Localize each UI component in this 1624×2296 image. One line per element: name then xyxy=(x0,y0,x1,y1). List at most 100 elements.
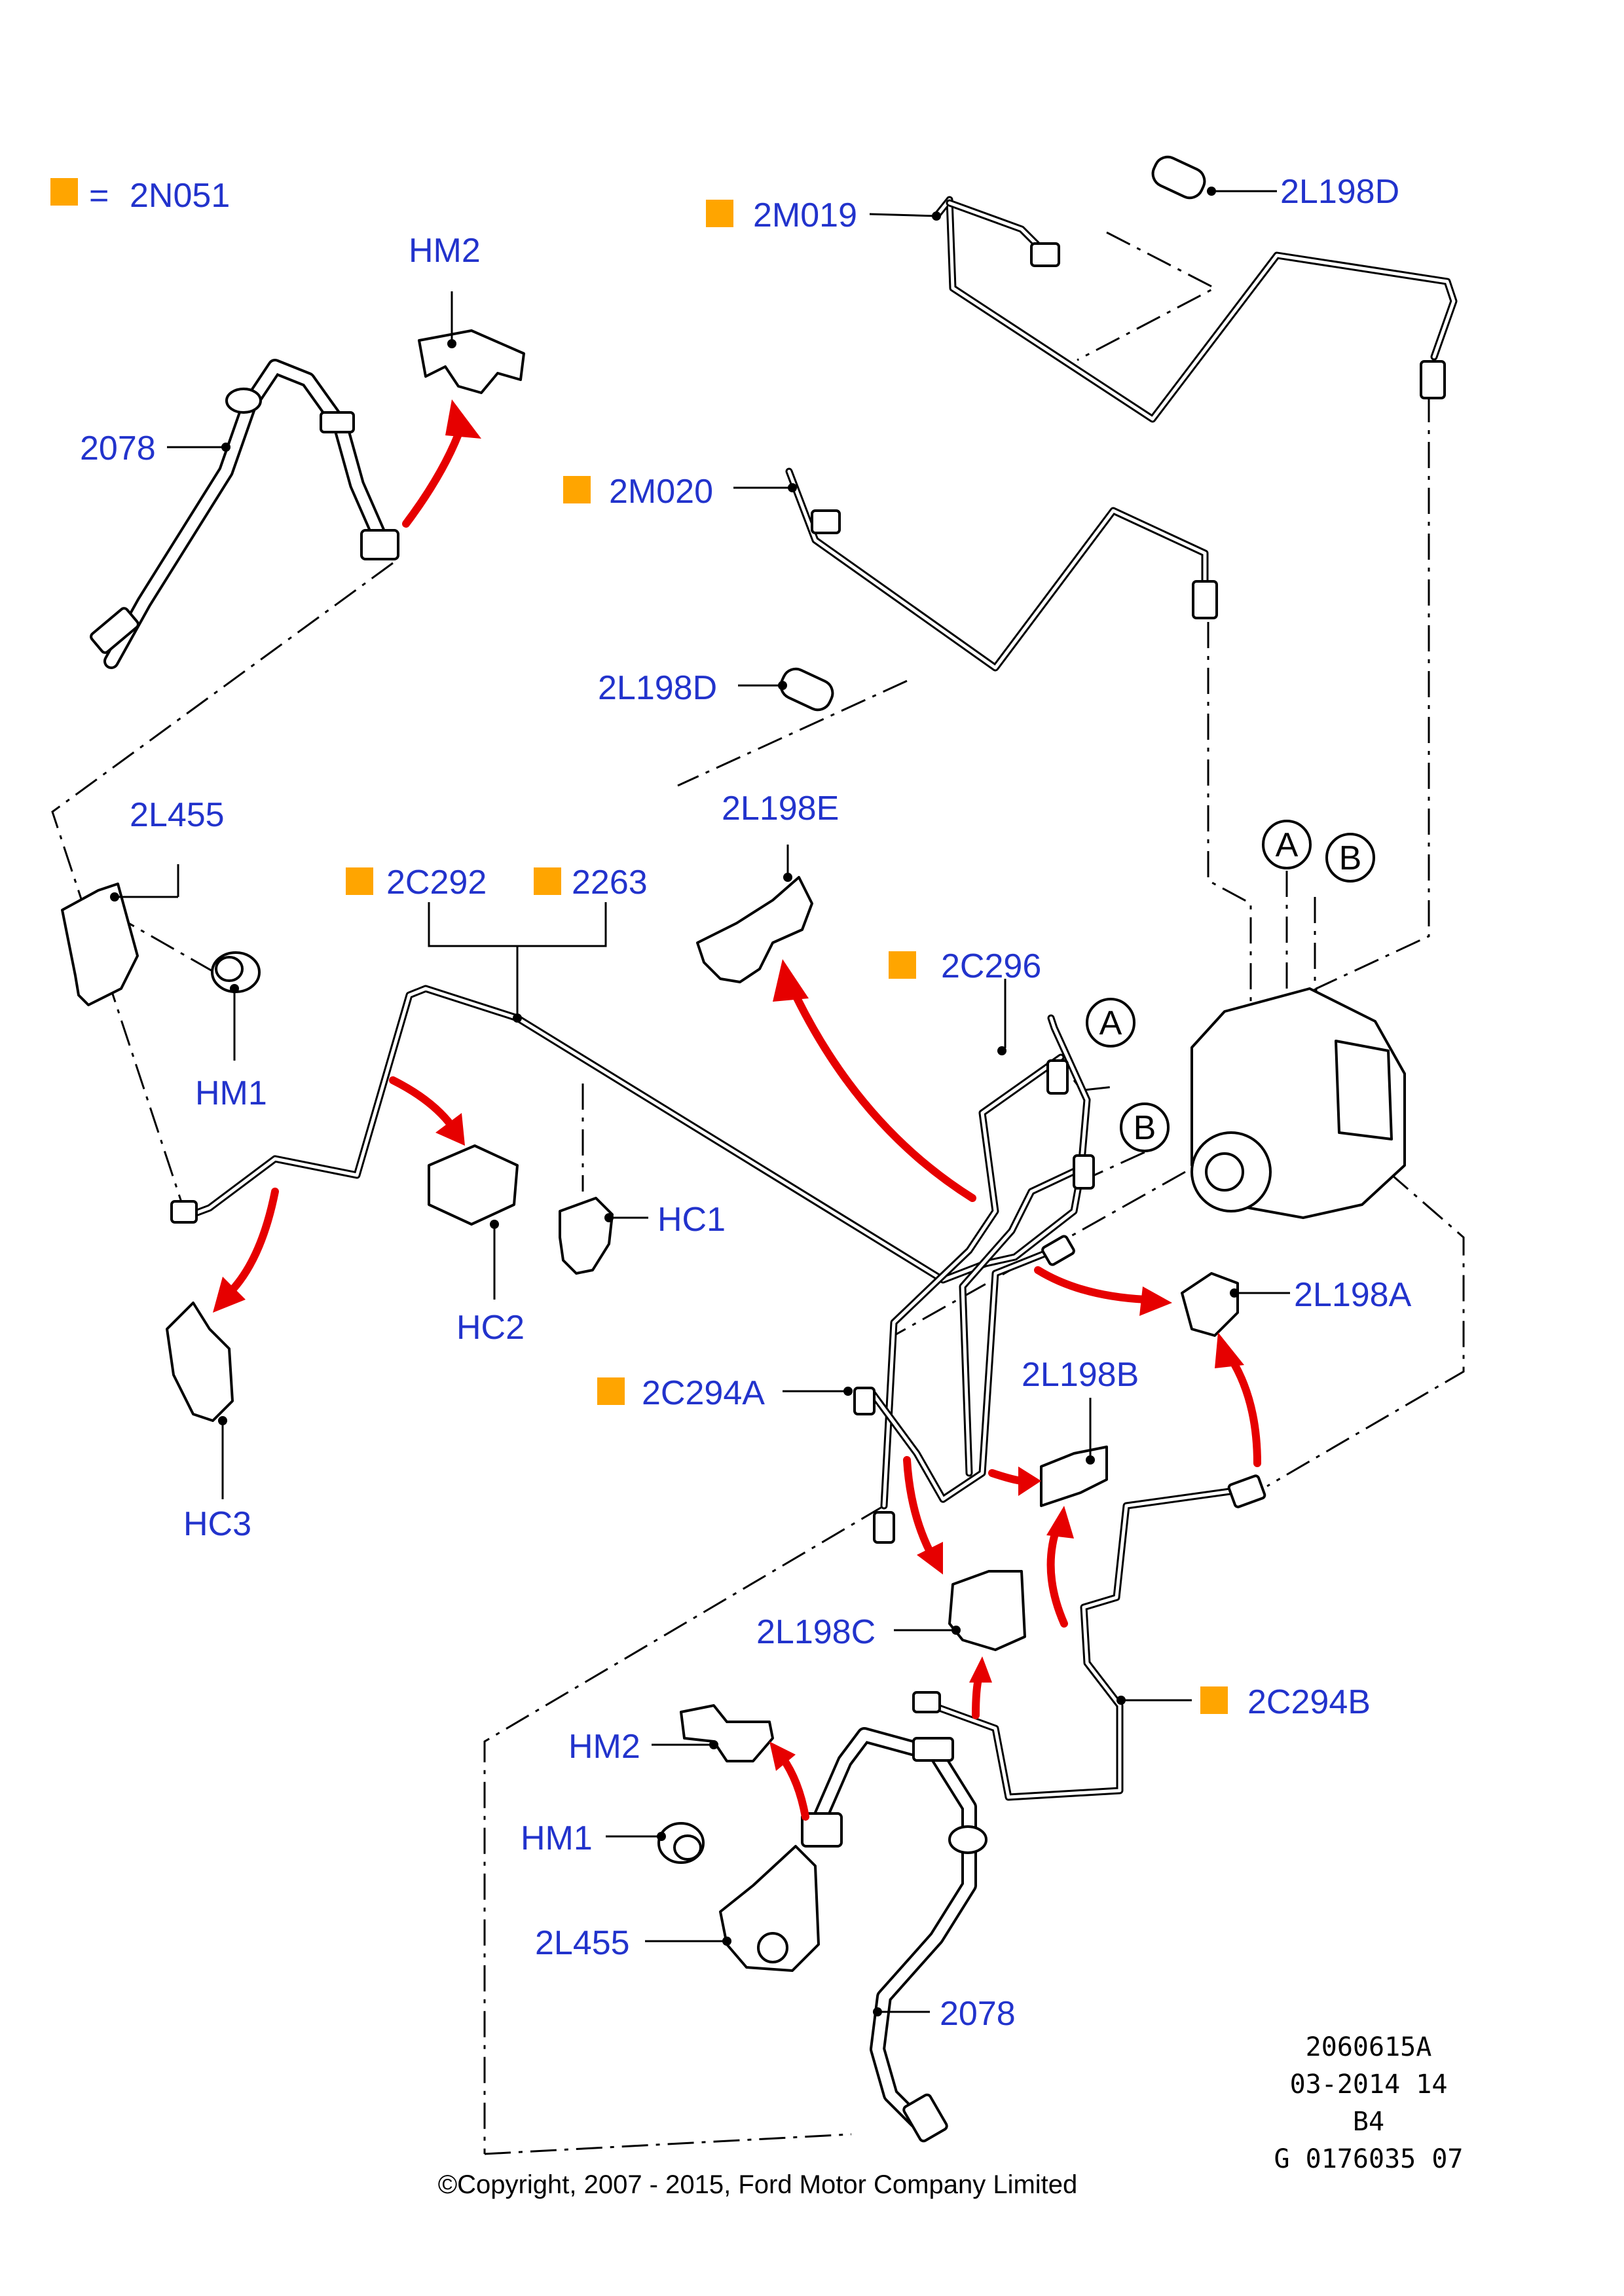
marker-a-mid xyxy=(1086,998,1135,1048)
legend-equals: = xyxy=(89,177,109,215)
label-2l198b: 2L198B xyxy=(1022,1356,1139,1394)
label-2l455-top: 2L455 xyxy=(130,796,225,834)
phantom-lines xyxy=(51,231,1465,2155)
clip-2l198b xyxy=(1040,1446,1108,1507)
connection-markers: A B A B xyxy=(1086,820,1375,1152)
label-2263: 2263 xyxy=(572,864,648,902)
fitting-2m019-abs xyxy=(1420,360,1446,399)
fitting-2c296-b xyxy=(1073,1154,1095,1190)
svg-text:A: A xyxy=(1099,1004,1122,1042)
arrow-to-2l198c xyxy=(903,1456,934,1556)
arrow-to-2l198e xyxy=(788,985,976,1202)
fitting-2c294a-end xyxy=(853,1387,876,1415)
copyright-notice: ©Copyright, 2007 - 2015, Ford Motor Comp… xyxy=(438,2170,1078,2199)
label-hc1: HC1 xyxy=(657,1201,726,1239)
hose-bottom-fitting-top xyxy=(801,1812,843,1848)
swatch-2m019 xyxy=(706,200,733,227)
clip-hc3 xyxy=(166,1302,234,1422)
abs-valve-block xyxy=(1335,1040,1393,1140)
hose-top-clamp xyxy=(320,411,355,433)
label-2c296: 2C296 xyxy=(941,947,1041,985)
dash-abs-to-2c294b xyxy=(1266,1171,1465,1487)
arrow-to-2l198a xyxy=(1034,1266,1150,1303)
label-hc3: HC3 xyxy=(183,1505,251,1543)
fitting-2c292-end xyxy=(170,1200,198,1224)
hose-top-fitting-right xyxy=(360,529,399,560)
swatch-2c294a xyxy=(597,1377,625,1405)
label-2c294b: 2C294B xyxy=(1247,1683,1371,1721)
fitting-2c294b-end xyxy=(912,1691,941,1713)
hose-top-fitting-left xyxy=(90,607,139,654)
dash-top-hose-to-bracket xyxy=(51,562,394,1209)
dash-a-mid-lead xyxy=(1083,1085,1114,1091)
svg-text:B: B xyxy=(1134,1109,1156,1147)
abs-module xyxy=(1190,987,1406,1219)
dash-2m019-to-abs xyxy=(1315,396,1430,1021)
arrow-hose-to-hm2 xyxy=(402,422,466,528)
svg-text:A: A xyxy=(1276,826,1299,864)
assembly-arrows xyxy=(213,399,1261,1821)
label-2m020: 2M020 xyxy=(609,473,713,511)
label-2l198c: 2L198C xyxy=(756,1613,876,1651)
fitting-2c296-end xyxy=(873,1511,895,1544)
hm2-clip-bottom xyxy=(680,1704,774,1762)
dash-b-mid xyxy=(1086,1151,1145,1180)
hose-bottom-grommet xyxy=(948,1825,987,1854)
label-hm1-top: HM1 xyxy=(195,1074,267,1112)
ref-line-1: 2060615A xyxy=(1306,2032,1432,2062)
swatch-2c296 xyxy=(889,951,916,979)
fitting-2c294b-abs xyxy=(1227,1474,1266,1508)
label-2l198d-top: 2L198D xyxy=(1280,173,1399,211)
part-labels: HM2 2078 2M019 2L198D 2M020 2L198D 2L455… xyxy=(80,173,1412,2033)
hose-bottom-fitting-end xyxy=(902,2093,948,2143)
arrow-to-hc2 xyxy=(389,1076,456,1130)
fitting-2m020-abs xyxy=(1192,580,1218,619)
dash-bracket-to-hm1 xyxy=(111,912,227,980)
fitting-2m020-end xyxy=(811,509,841,534)
swatch-2263 xyxy=(534,867,561,895)
label-2l198e: 2L198E xyxy=(722,790,839,828)
legend-swatch xyxy=(50,178,78,206)
clip-hc1 xyxy=(559,1197,614,1275)
label-hm2-top: HM2 xyxy=(409,232,481,270)
arrow-to-2l198b-lower xyxy=(1046,1522,1068,1628)
label-2078-top: 2078 xyxy=(80,429,156,467)
pipes xyxy=(179,196,1458,1801)
fitting-2m019-end xyxy=(1030,242,1060,267)
marker-b-mid xyxy=(1120,1102,1170,1152)
ordering-swatches xyxy=(346,200,1228,1714)
marker-b-top xyxy=(1325,833,1375,883)
arrow-to-hc3 xyxy=(229,1188,279,1294)
arrow-to-2l198a-lower xyxy=(1227,1355,1261,1467)
pipe-2c296 xyxy=(880,1053,1065,1510)
ref-line-3: B4 xyxy=(1353,2107,1384,2137)
label-hm1-bottom: HM1 xyxy=(521,1819,593,1857)
parts xyxy=(61,155,1446,1972)
dash-2m020-to-sleeve xyxy=(677,680,908,787)
clip-2l198a xyxy=(1181,1272,1239,1337)
svg-text:B: B xyxy=(1339,839,1362,877)
fitting-2c296-a xyxy=(1046,1059,1069,1095)
fitting-2c294a-abs xyxy=(1041,1235,1075,1266)
swatch-2c292 xyxy=(346,867,373,895)
ref-line-2: 03-2014 14 xyxy=(1290,2069,1448,2100)
swatch-2m020 xyxy=(563,476,591,503)
sleeve-2l198d-mid xyxy=(779,667,834,712)
sleeve-2l198d-top xyxy=(1151,155,1206,200)
marker-a-top xyxy=(1262,820,1312,869)
hm2-clip-top xyxy=(418,329,525,394)
label-2l198d-mid: 2L198D xyxy=(598,669,717,707)
dash-2m019-to-sleeve xyxy=(1077,231,1217,361)
clip-hc2 xyxy=(428,1144,519,1226)
pipe-2m020 xyxy=(785,467,1209,672)
clip-2l198e xyxy=(696,876,813,983)
leader-lines xyxy=(110,187,1290,2016)
pipe-2m019 xyxy=(932,196,1458,423)
dash-abs-mid xyxy=(893,1171,1186,1337)
arrow-to-2l198b xyxy=(988,1469,1025,1485)
label-2l198a: 2L198A xyxy=(1294,1276,1412,1314)
legend: = 2N051 xyxy=(50,177,230,215)
dash-front-left xyxy=(483,1504,885,2154)
